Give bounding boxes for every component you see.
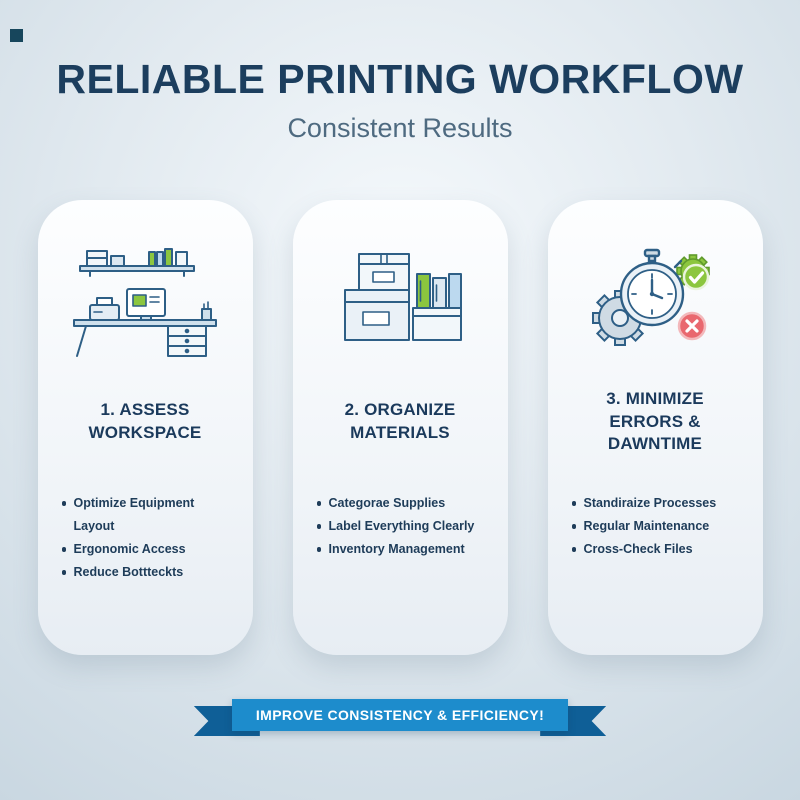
card-title: 1. ASSESS WORKSPACE xyxy=(38,378,253,466)
stopwatch-gear-icon xyxy=(592,248,710,346)
card-title-text: 3. MINIMIZE ERRORS & DAWNTIME xyxy=(606,388,704,454)
card-title-text: 2. ORGANIZE MATERIALS xyxy=(344,400,456,442)
card-title-text: 1. ASSESS WORKSPACE xyxy=(88,400,202,442)
bullet-item: Reduce Bottteckts xyxy=(61,561,235,584)
banner-label: IMPROVE CONSISTENCY & EFFICIENCY! xyxy=(231,699,569,731)
step-card-minimize-errors: 3. MINIMIZE ERRORS & DAWNTIME Standiraiz… xyxy=(547,200,763,655)
bullet-item: Categorae Supplies xyxy=(316,492,490,515)
bullet-item: Optimize Equipment Layout xyxy=(61,492,235,538)
bullet-item: Label Everything Clearly xyxy=(316,515,490,538)
bullet-item: Ergonomic Access xyxy=(61,538,235,561)
bullet-item: Standiraize Processes xyxy=(571,492,745,515)
bullet-list: Categorae Supplies Label Everything Clea… xyxy=(293,492,508,561)
card-illustration xyxy=(325,200,475,372)
bullet-item: Regular Maintenance xyxy=(571,515,745,538)
card-title: 2. ORGANIZE MATERIALS xyxy=(293,378,508,466)
bullet-list: Optimize Equipment Layout Ergonomic Acce… xyxy=(38,492,253,585)
card-title: 3. MINIMIZE ERRORS & DAWNTIME xyxy=(548,378,763,466)
bullet-item: Cross-Check Files xyxy=(571,538,745,561)
steps-row: 1. ASSESS WORKSPACE Optimize Equipment L… xyxy=(0,200,800,655)
desk-workspace-icon xyxy=(73,247,217,357)
card-illustration xyxy=(70,200,220,372)
page-title: RELIABLE PRINTING WORKFLOW xyxy=(56,56,744,102)
page-subtitle: Consistent Results xyxy=(287,113,513,143)
storage-boxes-icon xyxy=(344,252,462,341)
step-card-assess-workspace: 1. ASSESS WORKSPACE Optimize Equipment L… xyxy=(37,200,253,655)
bullet-item: Inventory Management xyxy=(316,538,490,561)
card-illustration xyxy=(580,200,730,372)
step-card-organize-materials: 2. ORGANIZE MATERIALS Categorae Supplies… xyxy=(292,200,508,655)
corner-logo-mark xyxy=(10,29,23,42)
bullet-list: Standiraize Processes Regular Maintenanc… xyxy=(548,492,763,561)
banner-ribbon: IMPROVE CONSISTENCY & EFFICIENCY! xyxy=(193,699,607,736)
